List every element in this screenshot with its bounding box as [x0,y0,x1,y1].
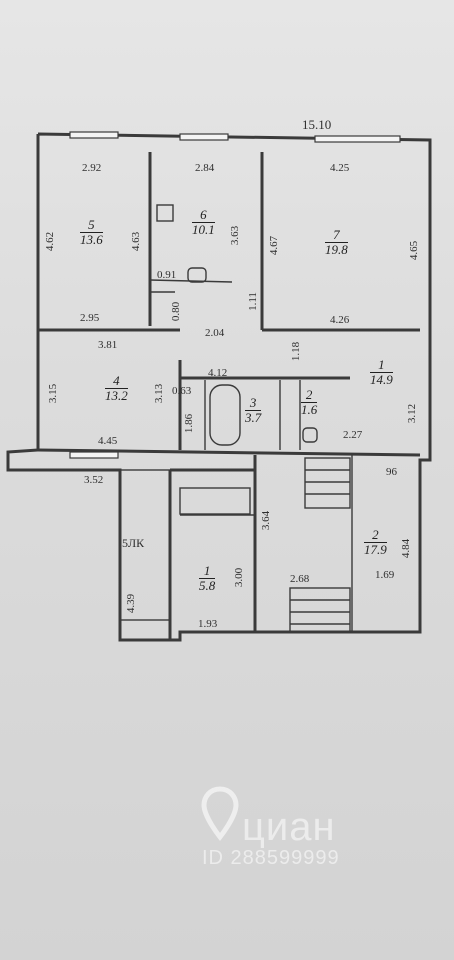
dim-label: 3.64 [260,510,273,531]
dim-label: 4.63 [130,231,143,252]
dim-label: 2.92 [82,162,102,174]
dim-label: 2.27 [343,429,363,441]
dim-overall-width: 15.10 [302,117,332,132]
dim-label: 4.45 [98,435,118,447]
dim-label: 4.12 [208,367,228,379]
dim-label: 4.67 [268,235,281,256]
dim-label: 0.80 [170,301,183,322]
dim-label: 2.84 [195,162,215,174]
dim-label: 4.26 [330,314,350,326]
dim-label: 4.39 [125,593,138,614]
dim-label: 2.95 [80,312,100,324]
dim-label: 3.81 [98,339,118,351]
dim-label: 4.65 [408,240,421,261]
dim-label: 2.04 [205,327,225,339]
dim-label: 3.63 [229,225,242,246]
watermark-brand: циан [242,805,336,849]
dim-label: 3.15 [47,383,60,404]
balcony-label: 5ЛК [122,536,145,550]
watermark: циан ID 288599999 [200,775,400,885]
dim-label: 3.12 [406,403,419,424]
dim-label: 4.25 [330,162,350,174]
dim-label: 1.93 [198,618,218,630]
dim-label: 3.13 [153,383,166,404]
dim-label: 2.68 [290,573,310,585]
dim-label: 1.11 [246,292,259,311]
dim-label: 4.62 [44,231,57,252]
watermark-id: ID 288599999 [202,847,340,869]
dim-label: 1.18 [290,341,303,362]
dim-label: 0.91 [157,269,177,281]
dim-label: 3.52 [84,474,104,486]
dim-label: 0.63 [172,385,192,397]
location-pin-icon [201,786,239,842]
dim-label: 96 [386,466,397,478]
dim-label: 3.00 [233,567,246,588]
dim-label: 4.84 [400,538,413,559]
dim-label: 1.86 [183,413,196,434]
dim-label: 1.69 [375,569,395,581]
